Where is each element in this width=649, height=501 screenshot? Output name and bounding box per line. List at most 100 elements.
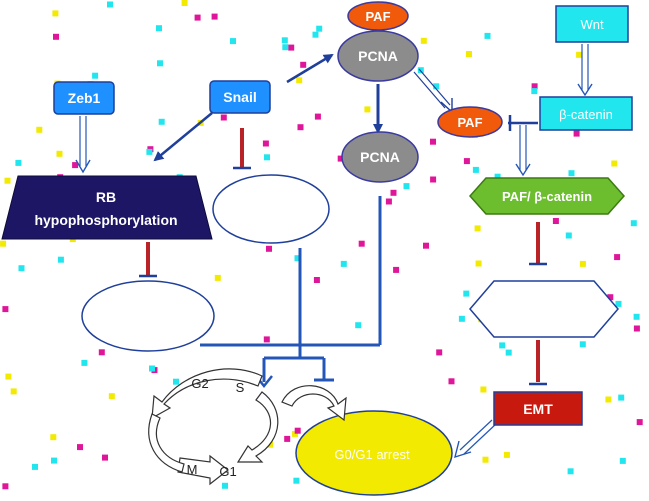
confetti-dot <box>5 373 12 380</box>
confetti-dot <box>423 242 429 249</box>
confetti-dot <box>420 37 427 44</box>
confetti-dot <box>4 177 11 184</box>
confetti-dot <box>567 468 574 475</box>
confetti-dot <box>337 155 344 162</box>
confetti-dot <box>18 265 25 272</box>
cell-cycle <box>148 368 347 486</box>
confetti-dot <box>316 25 323 32</box>
confetti-dot <box>296 77 303 84</box>
confetti-dot <box>393 266 400 273</box>
confetti-dot <box>312 31 319 38</box>
confetti-dot <box>618 394 625 401</box>
confetti-dot <box>568 170 575 177</box>
confetti-dot <box>433 83 440 90</box>
confetti-dot <box>505 349 512 356</box>
confetti-dot <box>436 349 443 356</box>
confetti-dot <box>157 60 163 67</box>
confetti-dot <box>77 444 83 451</box>
arrow-snail-to-pcna <box>286 53 334 84</box>
beta-catenin-label: β-catenin <box>559 107 613 122</box>
confetti-dot <box>149 365 155 372</box>
g0g1-arrest-label: G0/G1 arrest <box>334 447 410 462</box>
confetti-dot <box>472 166 479 173</box>
double-arrow-emt-to-arrest <box>454 419 497 459</box>
convergence-lines <box>200 196 382 389</box>
confetti-dot <box>430 138 436 145</box>
confetti-dot <box>156 25 162 32</box>
confetti-dot <box>81 359 88 366</box>
phase-g2-label: G2 <box>191 376 208 391</box>
inhibit-complex-to-hexagon <box>529 222 547 266</box>
confetti-dot <box>158 118 165 125</box>
confetti-dot <box>430 176 437 183</box>
inhibit-hexagon-to-emt <box>529 340 547 386</box>
confetti-dot <box>15 159 22 166</box>
confetti-dot <box>630 220 637 227</box>
confetti-dot <box>531 88 538 95</box>
confetti-dot <box>294 427 301 434</box>
confetti-dot <box>181 0 188 6</box>
confetti-dot <box>314 113 321 120</box>
confetti-dot <box>611 160 618 167</box>
confetti-dot <box>98 349 105 356</box>
confetti-dot <box>266 245 272 252</box>
paf-right-node <box>437 106 503 138</box>
double-arrow-wnt-to-beta-catenin <box>577 44 593 97</box>
empty-ellipse-lower <box>81 280 215 352</box>
empty-ellipse-upper <box>212 174 330 244</box>
confetti-dot <box>173 378 179 385</box>
double-arrow-pcna-to-paf <box>413 68 453 114</box>
paf-beta-catenin-node <box>468 177 626 215</box>
confetti-dot <box>53 33 59 40</box>
zeb1-node <box>53 81 115 115</box>
confetti-dot <box>463 290 470 297</box>
confetti-dot <box>51 457 57 464</box>
beta-catenin-node <box>539 96 633 131</box>
zeb1-label: Zeb1 <box>68 90 101 106</box>
confetti-dot <box>458 315 465 322</box>
confetti-dot <box>614 254 621 261</box>
confetti-dot <box>107 1 113 8</box>
double-arrow-zeb1-to-rb <box>75 116 91 174</box>
confetti-dot <box>264 154 270 161</box>
inhibit-rb-to-ellipse <box>139 242 157 278</box>
phase-g1-label: G1 <box>219 464 236 479</box>
rb-node <box>1 175 213 240</box>
confetti-dot <box>2 306 9 313</box>
confetti-dot <box>297 124 304 131</box>
confetti-dot <box>576 51 583 58</box>
snail-node <box>209 80 271 114</box>
confetti-dot <box>108 393 115 400</box>
confetti-dot <box>573 130 580 137</box>
wnt-node <box>555 5 629 43</box>
emt-node <box>493 391 583 426</box>
wnt-label: Wnt <box>580 17 604 32</box>
paf-beta-catenin-label: PAF/ β-catenin <box>502 189 592 204</box>
confetti-dot <box>633 325 640 332</box>
confetti-dot <box>480 386 487 393</box>
empty-hexagon <box>469 280 619 338</box>
confetti-dot <box>56 150 63 157</box>
phase-s-label: S <box>236 380 245 395</box>
pcna-top-label: PCNA <box>358 48 398 64</box>
confetti-dot <box>385 198 392 205</box>
emt-label: EMT <box>523 401 553 417</box>
pcna-top-node <box>337 30 419 82</box>
confetti-dot <box>102 454 108 461</box>
confetti-dot <box>10 388 17 395</box>
g0g1-arrest-node <box>295 410 453 496</box>
confetti-dot <box>292 430 298 437</box>
snail-label: Snail <box>223 89 256 105</box>
confetti-dot <box>340 260 347 267</box>
inhibit-paf-to-beta-catenin <box>508 115 538 131</box>
confetti-dot <box>499 342 506 349</box>
rb-label-line2: hypophosphorylation <box>34 212 177 228</box>
confetti-dot <box>579 341 586 348</box>
confetti-dot <box>281 37 288 44</box>
confetti-dot <box>214 274 221 281</box>
confetti-dot <box>284 435 291 442</box>
pcna-mid-node <box>341 131 419 183</box>
confetti-dot <box>482 456 489 463</box>
confetti-dot <box>32 463 38 470</box>
arrow-snail-to-rb <box>153 112 213 162</box>
